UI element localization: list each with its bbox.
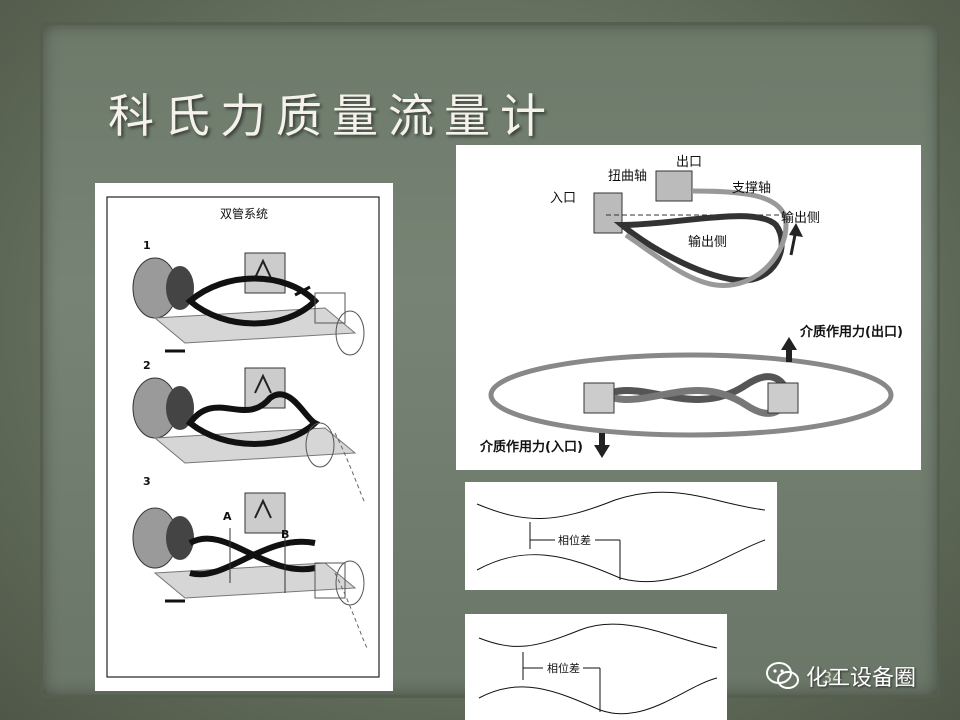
dual-tube-drawing [106,196,380,678]
wechat-icon [766,662,799,689]
phase-diff-label-2: 相位差 [547,662,580,675]
watermark: 化工设备圈 [766,660,916,692]
tube-schematic-drawing [488,170,894,458]
marker-b: B [281,528,290,541]
phase-diff-label-1: 相位差 [558,534,591,547]
phase-wave-drawing-1 [476,491,766,583]
marker-a: A [223,510,232,523]
step-2-illustration [132,367,366,504]
step-label-1: 1 [143,239,151,252]
figure-heading: 双管系统 [220,207,269,221]
label-force-outlet: 介质作用力(出口) [800,325,903,340]
tube-schematic-figure: 入口 扭曲轴 出口 支撑轴 输出侧 输出侧 介质作用力(出口) 介质作用力(入口… [456,145,921,470]
label-torsion-axis: 扭曲轴 [608,169,648,184]
phase-wave-drawing-2 [478,623,718,715]
step-3-illustration [132,492,368,649]
phase-wave-plot-1: 相位差 [465,482,777,590]
label-outlet: 出口 [676,155,703,170]
step-1-illustration [132,252,365,356]
label-output-side-right: 输出侧 [781,211,821,226]
dual-tube-figure: 双管系统 1 2 3 A B [95,183,393,691]
label-inlet: 入口 [550,191,577,206]
step-label-2: 2 [143,359,151,372]
slide-title: 科氏力质量流量计 [108,89,556,143]
page-number: 34 [822,668,843,687]
watermark-text: 化工设备圈 [806,666,917,691]
phase-wave-plot-2: 相位差 [465,614,727,720]
label-force-inlet: 介质作用力(入口) [480,440,583,455]
label-support-axis: 支撑轴 [732,181,772,196]
step-label-3: 3 [143,475,151,488]
label-output-side-center: 输出侧 [688,235,728,250]
